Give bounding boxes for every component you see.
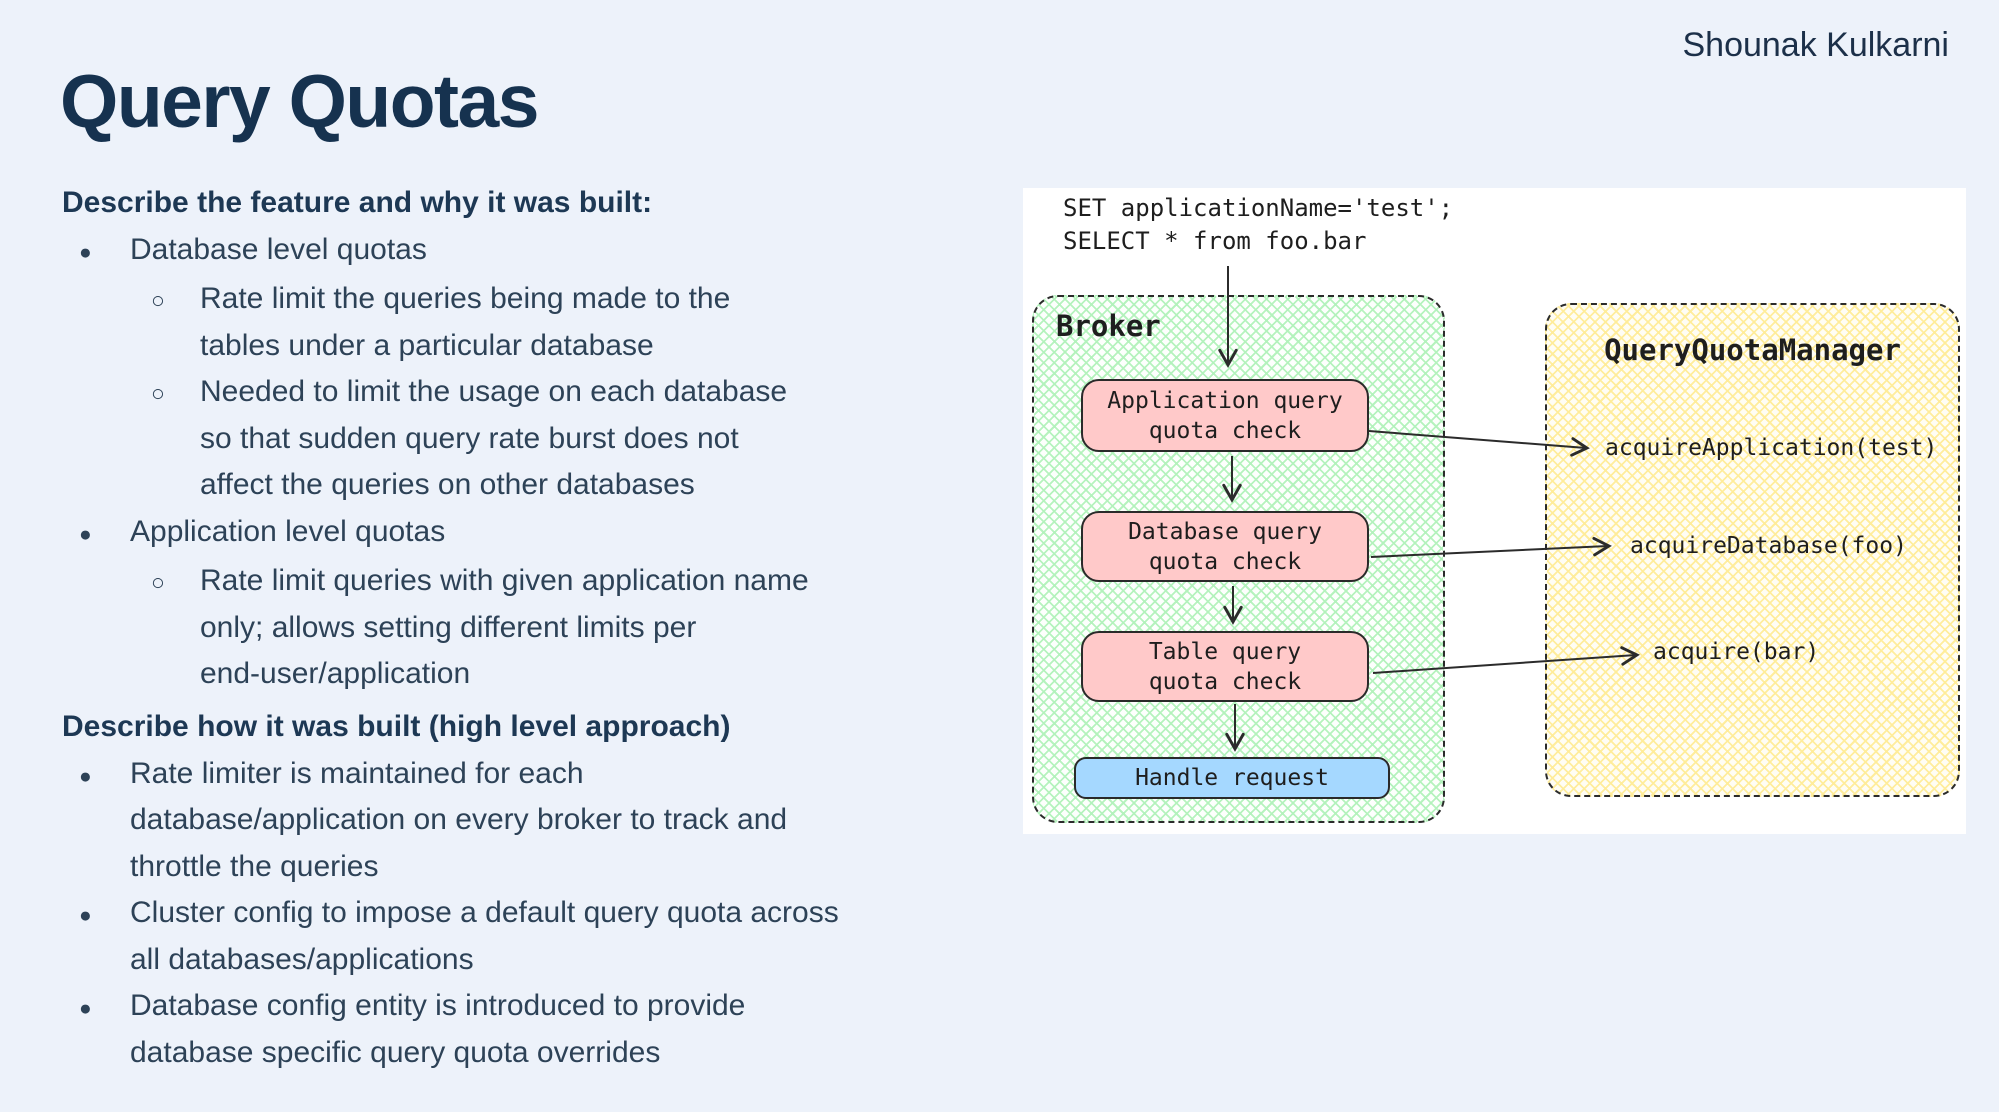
call-label-acquire-bar: acquire(bar): [1653, 639, 1820, 665]
list-item-text: Database config entity is introduced to …: [130, 989, 746, 1069]
step-box-table-quota-check: Table query quota check: [1081, 631, 1369, 702]
section-how: Describe how it was built (high level ap…: [62, 704, 1062, 1076]
list-item: ● Rate limiter is maintained for each da…: [62, 751, 1062, 891]
bullet-icon: ●: [79, 997, 92, 1020]
bullet-icon: ●: [79, 904, 92, 927]
circle-bullet-icon: ○: [151, 380, 165, 406]
bullet-icon: ●: [79, 522, 92, 546]
list-item: ● Cluster config to impose a default que…: [62, 890, 1062, 983]
slide-title: Query Quotas: [60, 59, 539, 143]
step-box-application-quota-check: Application query quota check: [1081, 379, 1369, 452]
list-item-text: Database level quotas: [130, 232, 427, 266]
list-item-text: Rate limit queries with given applicatio…: [200, 564, 809, 690]
list-item-text: Rate limit the queries being made to the…: [200, 282, 731, 362]
query-quota-manager-container: QueryQuotaManager acquireApplication(tes…: [1545, 303, 1960, 797]
sql-code: SET applicationName='test'; SELECT * fro…: [1063, 194, 1454, 255]
list-item-text: Rate limiter is maintained for each data…: [130, 756, 788, 883]
section-how-heading: Describe how it was built (high level ap…: [62, 710, 731, 743]
broker-label: Broker: [1056, 309, 1161, 343]
list-item: ● Database config entity is introduced t…: [62, 983, 1062, 1076]
author-name: Shounak Kulkarni: [1682, 26, 1949, 64]
list-item: ○ Rate limit queries with given applicat…: [62, 558, 1062, 698]
broker-container: Broker Application query quota check Dat…: [1032, 295, 1445, 823]
handle-request-box: Handle request: [1074, 757, 1390, 799]
step-box-database-quota-check: Database query quota check: [1081, 511, 1369, 582]
bullet-icon: ●: [79, 764, 92, 788]
list-item-text: Needed to limit the usage on each databa…: [200, 375, 788, 501]
call-label-acquire-application: acquireApplication(test): [1605, 435, 1938, 461]
bottom-edge: [0, 1112, 1999, 1119]
list-item: ○ Needed to limit the usage on each data…: [62, 369, 1062, 509]
list-item-text: Cluster config to impose a default query…: [130, 896, 839, 976]
circle-bullet-icon: ○: [151, 569, 165, 595]
section-feature-heading: Describe the feature and why it was buil…: [62, 186, 653, 219]
call-label-acquire-database: acquireDatabase(foo): [1630, 533, 1907, 559]
bullet-icon: ●: [79, 240, 92, 264]
circle-bullet-icon: ○: [151, 287, 165, 313]
list-item: ○ Rate limit the queries being made to t…: [62, 276, 1062, 369]
section-feature: Describe the feature and why it was buil…: [62, 180, 1062, 698]
query-quota-manager-label: QueryQuotaManager: [1604, 333, 1901, 367]
list-item: ● Database level quotas: [62, 227, 1062, 277]
list-item-text: Application level quotas: [130, 514, 446, 548]
list-item: ● Application level quotas: [62, 509, 1062, 559]
